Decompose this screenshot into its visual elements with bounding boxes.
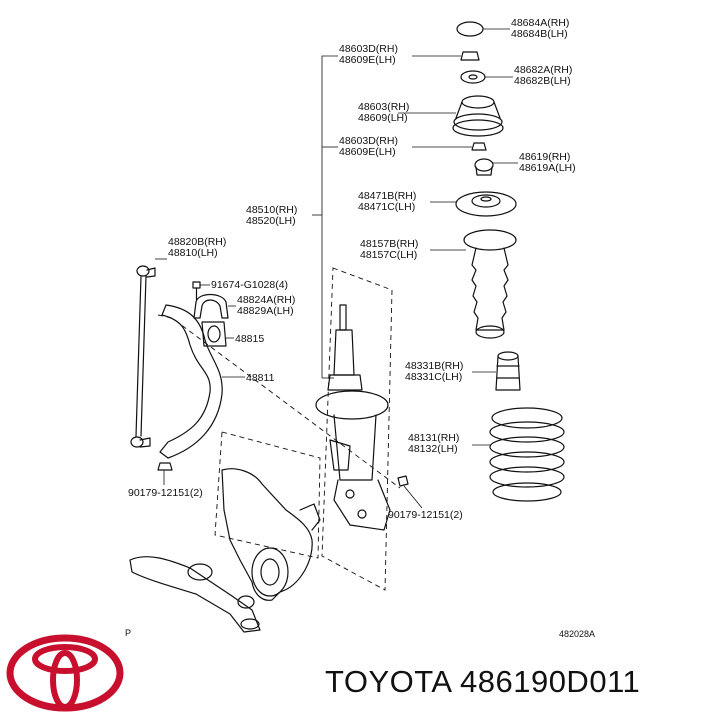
label-48471-rh: 48471B(RH): [358, 190, 416, 202]
bracket-part: [193, 293, 236, 319]
svg-text:48682A(RH)48682B(LH): 48682A(RH)48682B(LH): [514, 64, 572, 87]
label-90179-left: 90179-12151(2): [128, 487, 203, 499]
part-number-caption: TOYOTA 486190D011: [325, 664, 641, 699]
label-48331-rh: 48331B(RH): [405, 360, 463, 372]
bushing-part: [201, 321, 234, 347]
label-91674: 91674-G1028(4): [211, 279, 288, 291]
label-48824-rh: 48824A(RH): [237, 294, 295, 306]
label-48684-rh: 48684A(RH): [511, 17, 569, 29]
svg-text:48603D(RH)48609E(LH): 48603D(RH)48609E(LH): [339, 135, 398, 158]
label-48820-lh: 48810(LH): [168, 247, 218, 259]
dust-cap-part: [456, 21, 510, 37]
upper-mount-part: [398, 95, 504, 137]
svg-text:48820B(RH)48810(LH): 48820B(RH)48810(LH): [168, 236, 226, 259]
label-48619-rh: 48619(RH): [519, 151, 570, 163]
strut-part: [315, 304, 391, 531]
label-48820-rh: 48820B(RH): [168, 236, 226, 248]
label-48603d-top-lh: 48609E(LH): [339, 54, 396, 66]
spring-seat-part: [430, 191, 517, 217]
label-48682-lh: 48682B(LH): [514, 75, 571, 87]
stabilizer-boundary: [157, 314, 401, 489]
label-48603d-top-rh: 48603D(RH): [339, 43, 398, 55]
labels: 48684A(RH)48684B(LH) 48603D(RH)48609E(LH…: [125, 17, 595, 639]
toyota-logo-icon: [6, 634, 124, 712]
label-48815: 48815: [235, 333, 264, 345]
link-nut-part: [157, 462, 173, 485]
svg-text:48824A(RH)48829A(LH): 48824A(RH)48829A(LH): [237, 294, 295, 317]
label-48157-lh: 48157C(LH): [360, 249, 417, 261]
strut-bolt-part: [397, 475, 423, 509]
stabilizer-link-part: [130, 258, 167, 448]
label-48619-lh: 48619A(LH): [519, 162, 576, 174]
label-48603-rh: 48603(RH): [358, 101, 409, 113]
svg-text:48157B(RH)48157C(LH): 48157B(RH)48157C(LH): [360, 238, 418, 261]
svg-text:48510(RH)48520(LH): 48510(RH)48520(LH): [246, 204, 297, 227]
svg-text:48603(RH)48609(LH): 48603(RH)48609(LH): [358, 101, 409, 124]
svg-text:48471B(RH)48471C(LH): 48471B(RH)48471C(LH): [358, 190, 416, 213]
label-48603d-mid-rh: 48603D(RH): [339, 135, 398, 147]
label-90179-right: 90179-12151(2): [388, 509, 463, 521]
label-48510-rh: 48510(RH): [246, 204, 297, 216]
label-48682-rh: 48682A(RH): [514, 64, 572, 76]
label-48811: 48811: [246, 372, 275, 384]
coil-spring-part: [472, 407, 565, 502]
label-48331-lh: 48331C(LH): [405, 371, 462, 383]
label-48603d-mid-lh: 48609E(LH): [339, 146, 396, 158]
strut-leader: [321, 55, 338, 378]
label-48684-lh: 48684B(LH): [511, 28, 568, 40]
label-48157-rh: 48157B(RH): [360, 238, 418, 250]
label-48510-lh: 48520(LH): [246, 215, 296, 227]
svg-text:48684A(RH)48684B(LH): 48684A(RH)48684B(LH): [511, 17, 569, 40]
steering-knuckle-part: [129, 468, 321, 633]
dust-boot-part: [430, 229, 517, 339]
label-diagram-code: 482028A: [559, 629, 595, 639]
svg-text:48331B(RH)48331C(LH): 48331B(RH)48331C(LH): [405, 360, 463, 383]
label-48603-lh: 48609(LH): [358, 112, 408, 124]
label-48471-lh: 48471C(LH): [358, 201, 415, 213]
lower-nut-part: [412, 142, 487, 151]
label-48131-lh: 48132(LH): [408, 443, 458, 455]
label-48131-rh: 48131(RH): [408, 432, 459, 444]
svg-text:48619(RH)48619A(LH): 48619(RH)48619A(LH): [519, 151, 576, 174]
knuckle-boundary: [214, 431, 321, 559]
label-p: P: [125, 628, 131, 638]
stabilizer-bar-part: [159, 304, 245, 459]
bump-stop-part: [472, 351, 521, 391]
svg-text:48131(RH)48132(LH): 48131(RH)48132(LH): [408, 432, 459, 455]
bracket-bolt-part: [192, 281, 210, 301]
label-48824-lh: 48829A(LH): [237, 305, 294, 317]
washer-part: [460, 70, 513, 84]
svg-text:48603D(RH)48609E(LH): 48603D(RH)48609E(LH): [339, 43, 398, 66]
strut-assembly-boundary: [321, 267, 393, 591]
cushion-part: [474, 158, 518, 176]
upper-nut-part: [412, 51, 480, 61]
